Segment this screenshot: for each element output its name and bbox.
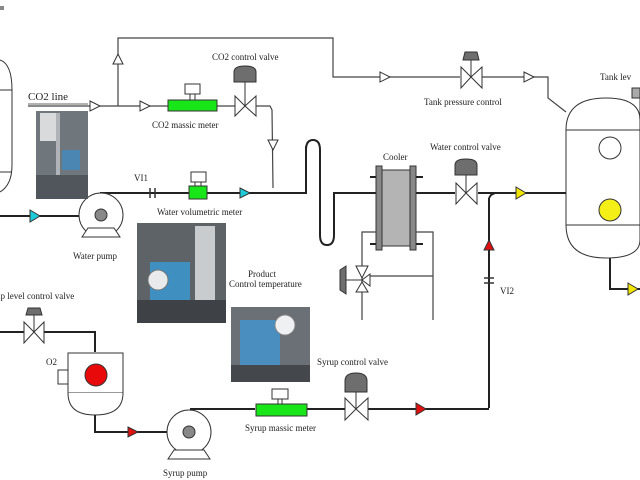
water-volumetric-meter[interactable] bbox=[188, 171, 208, 200]
syrup-tank bbox=[57, 352, 124, 416]
syrup-control-valve-label: Syrup control valve bbox=[317, 357, 388, 367]
syrup-flow-arrow bbox=[127, 426, 140, 438]
flow-arrow-right bbox=[89, 100, 102, 112]
syrup-riser bbox=[483, 192, 496, 408]
syrup-flow-arrow-up bbox=[483, 238, 495, 251]
product-tank bbox=[565, 87, 640, 296]
co2-control-valve-label: CO2 control valve bbox=[212, 52, 279, 62]
product-control-temperature-label-2: Control temperature bbox=[229, 279, 302, 289]
syrup-pump[interactable] bbox=[166, 409, 212, 460]
water-pump-label: Water pump bbox=[73, 251, 118, 261]
co2-equipment-photo bbox=[36, 111, 88, 199]
vi2-label: VI2 bbox=[500, 286, 514, 296]
cooler-three-way-valve[interactable] bbox=[339, 265, 371, 295]
o2-label: O2 bbox=[46, 357, 57, 367]
vi1-label: VI1 bbox=[134, 173, 148, 183]
water-flow-arrow bbox=[29, 209, 41, 223]
syrup-level-control-valve-label: up level control valve bbox=[0, 291, 74, 301]
co2-line-label: CO2 line bbox=[28, 91, 68, 103]
tank-pressure-control-valve[interactable] bbox=[460, 51, 483, 90]
water-line bbox=[0, 138, 566, 247]
co2-flow-arrows bbox=[89, 52, 536, 152]
flow-arrow-down bbox=[267, 139, 279, 152]
water-flow-arrow bbox=[239, 187, 252, 199]
tank-level-sensor bbox=[631, 87, 640, 99]
tank-level-label: Tank lev bbox=[600, 72, 632, 82]
water-control-valve-label: Water control valve bbox=[430, 142, 501, 152]
product-flow-arrow bbox=[515, 186, 527, 200]
syrup-mass-meter[interactable] bbox=[255, 388, 308, 417]
water-pump[interactable] bbox=[78, 192, 124, 238]
co2-mass-meter-label: CO2 massic meter bbox=[152, 120, 219, 130]
syrup-control-valve[interactable] bbox=[344, 372, 369, 422]
co2-line bbox=[28, 37, 567, 189]
flow-arrow-right bbox=[139, 100, 152, 112]
tank-level-indicator-high bbox=[598, 136, 622, 160]
syrup-flow-arrow bbox=[415, 402, 427, 416]
syrup-level-control-valve[interactable] bbox=[23, 307, 45, 345]
tank-pressure-control-label: Tank pressure control bbox=[424, 97, 502, 107]
product-control-temperature-label-1: Product bbox=[248, 269, 276, 279]
syrup-line bbox=[94, 402, 489, 438]
water-control-valve[interactable] bbox=[454, 158, 478, 206]
corner-mark bbox=[0, 6, 4, 10]
syrup-tank-indicator bbox=[84, 363, 108, 387]
co2-control-valve[interactable] bbox=[233, 65, 257, 118]
flowmeter-photo bbox=[137, 223, 226, 323]
product-outlet-arrow bbox=[627, 282, 639, 296]
temperature-sensor-photo bbox=[231, 307, 310, 382]
syrup-mass-meter-label: Syrup massic meter bbox=[245, 423, 316, 433]
syrup-feed-line bbox=[0, 331, 96, 352]
syrup-pump-label: Syrup pump bbox=[163, 468, 208, 478]
flow-arrow-right bbox=[379, 71, 392, 83]
flow-arrow-right bbox=[523, 71, 536, 83]
cooler-label: Cooler bbox=[383, 152, 408, 162]
cooler bbox=[361, 165, 434, 320]
flow-arrow-up bbox=[112, 52, 124, 65]
tank-level-indicator-low bbox=[598, 198, 622, 222]
left-storage-tank bbox=[0, 59, 13, 193]
co2-mass-meter[interactable] bbox=[167, 83, 218, 112]
vi1-valve[interactable] bbox=[149, 188, 156, 198]
water-volumetric-meter-label: Water volumetric meter bbox=[157, 207, 242, 217]
